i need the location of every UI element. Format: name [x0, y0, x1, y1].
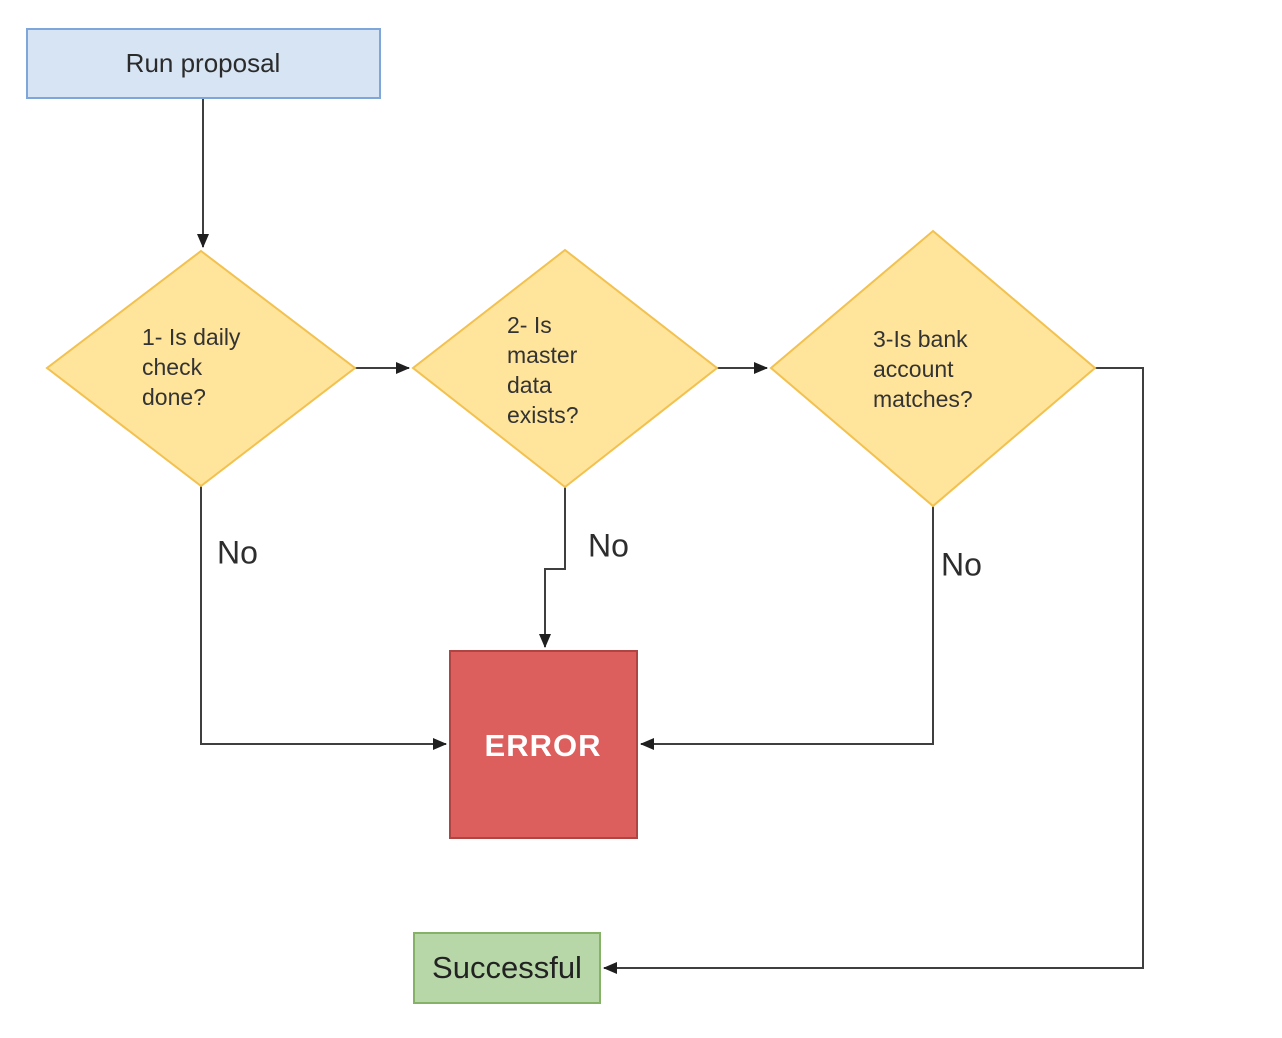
decision3-label-line2: account: [873, 356, 954, 382]
node-decision2: 2- Is master data exists?: [411, 248, 719, 489]
edge-decision1-no-to-error: [200, 486, 447, 750]
edge-label-no-3: No: [941, 546, 982, 582]
start-label: Run proposal: [126, 48, 281, 78]
edge-label-no-1: No: [217, 534, 258, 570]
node-start: Run proposal: [26, 28, 381, 99]
node-decision1: 1- Is daily check done?: [45, 249, 357, 488]
decision1-label-line3: done?: [142, 384, 206, 410]
start-rectangle: [26, 28, 381, 99]
edge-label-no-2: No: [588, 527, 629, 563]
decision1-diamond: [45, 249, 357, 488]
decision3-diamond: [769, 229, 1097, 508]
decision1-label-line2: check: [142, 354, 203, 380]
success-label: Successful: [432, 950, 582, 985]
decision3-label-line3: matches?: [873, 386, 973, 412]
decision1-label-line1: 1- Is daily: [142, 324, 241, 350]
edge-decision3-no-to-error: [640, 506, 934, 750]
error-label: ERROR: [485, 728, 602, 763]
decision3-label-line1: 3-Is bank: [873, 326, 968, 352]
node-error: ERROR: [449, 650, 638, 839]
node-success: Successful: [413, 932, 601, 1004]
decision2-diamond: [411, 248, 719, 489]
edge-decision2-no-to-error: [539, 487, 566, 648]
decision2-label-line3: data: [507, 372, 552, 398]
decision2-label-line4: exists?: [507, 402, 579, 428]
decision2-label-line1: 2- Is: [507, 312, 552, 338]
edge-decision3-yes-to-success: [603, 367, 1144, 974]
success-rectangle: [413, 932, 601, 1004]
decision2-label-line2: master: [507, 342, 578, 368]
error-rectangle: [449, 650, 638, 839]
node-decision3: 3-Is bank account matches?: [769, 229, 1097, 508]
